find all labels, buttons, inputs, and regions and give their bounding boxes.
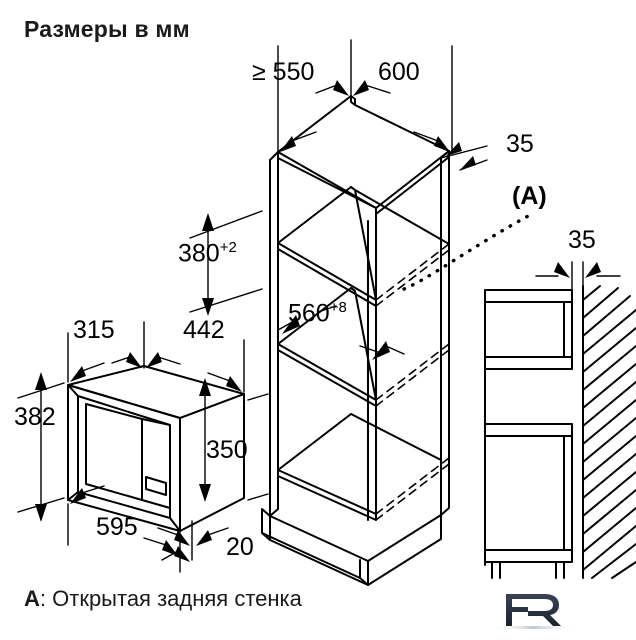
dim-label-appliance-height-right: 350 xyxy=(206,436,248,464)
dim-label-niche-width: 600 xyxy=(378,58,420,86)
niche-opening-tolerance: +8 xyxy=(329,299,347,316)
dim-350-lines xyxy=(204,391,269,501)
dim-label-appliance-depth-top: 442 xyxy=(183,316,225,344)
shelf-height-tolerance: +2 xyxy=(219,239,237,256)
top-dimension-lines xyxy=(277,39,453,153)
page-title: Размеры в мм xyxy=(24,16,190,42)
dim-label-appliance-width: 595 xyxy=(96,513,138,541)
dim-label-niche-opening: 560+8 xyxy=(288,300,347,326)
side-view-detail xyxy=(484,289,573,579)
legend-caption: A: Открытая задняя стенка xyxy=(24,586,302,612)
dim-label-clearance-top-right: 35 xyxy=(506,130,534,158)
dim-label-callout-a: (A) xyxy=(512,184,547,209)
callout-a-leader xyxy=(402,214,530,291)
microwave-appliance xyxy=(67,365,245,532)
shelf-height-value: 380 xyxy=(178,239,220,268)
legend-key: A xyxy=(24,586,40,611)
dim-label-shelf-height: 380+2 xyxy=(178,240,237,266)
dim-label-wall-gap: 35 xyxy=(568,226,596,254)
cabinet-hidden-edges xyxy=(375,156,450,521)
fr-monogram-watermark xyxy=(490,594,578,629)
dim-35-wall-lines xyxy=(571,261,584,293)
legend-description: Открытая задняя стенка xyxy=(52,586,302,611)
dim-380-lines xyxy=(189,210,263,313)
niche-opening-value: 560 xyxy=(288,299,330,328)
dim-arrow-600 xyxy=(353,80,450,152)
dim-label-appliance-height-side: 382 xyxy=(14,403,56,431)
dim-560-lines xyxy=(277,305,379,353)
dim-arrow-550 xyxy=(280,80,349,152)
cabinet-carcass xyxy=(261,95,450,586)
callout-a-text: (A) xyxy=(512,182,547,210)
dim-315-442-lines xyxy=(67,321,245,393)
dim-label-appliance-front-overhang: 20 xyxy=(226,533,254,561)
wall-hatch-lines xyxy=(582,285,636,579)
legend-separator: : xyxy=(39,586,53,611)
dim-label-niche-depth: ≥ 550 xyxy=(252,58,315,86)
dim-label-appliance-depth-front: 315 xyxy=(73,316,115,344)
